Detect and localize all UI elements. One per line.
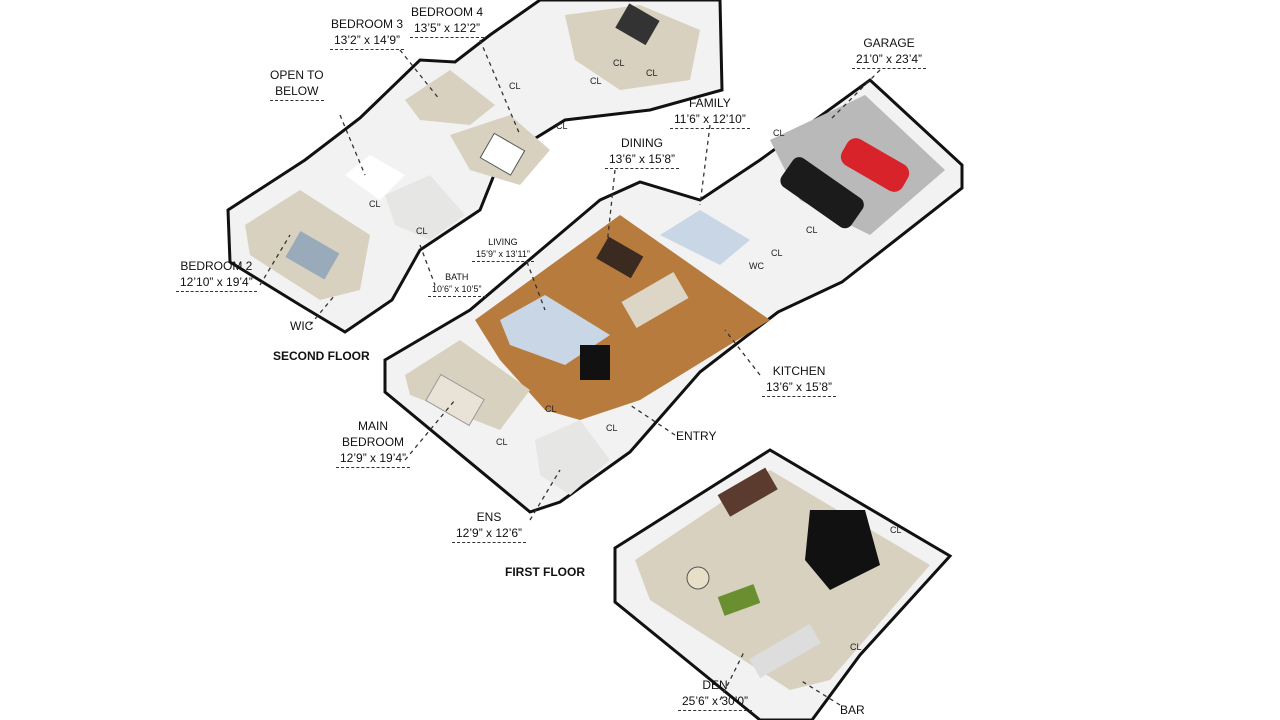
room-dimensions: 10’6” x 10’5”	[428, 283, 486, 297]
closet-label: CL	[496, 437, 508, 447]
room-name: WIC	[290, 319, 314, 333]
closet-label: CL	[613, 58, 625, 68]
closet-label: CL	[771, 248, 783, 258]
closet-label: CL	[646, 68, 658, 78]
room-dimensions: 15’9” x 13’11”	[472, 248, 534, 262]
room-dimensions: 13’2” x 14’9”	[330, 32, 405, 50]
label-wic: WIC	[290, 318, 313, 334]
closet-label: CL	[773, 128, 785, 138]
closet-label: CL	[509, 81, 521, 91]
room-name: BEDROOM 2	[180, 259, 253, 273]
room-name: GARAGE	[863, 36, 915, 50]
room-name: BEDROOM 3	[331, 17, 404, 31]
room-name-2: BEDROOM	[342, 435, 405, 449]
closet-label: CL	[590, 76, 602, 86]
first-floor-title: FIRST FLOOR	[505, 565, 585, 579]
room-name: LIVING	[488, 237, 518, 247]
room-name: DEN	[702, 678, 728, 692]
room-dimensions: 25’6” x 30’0”	[678, 693, 753, 711]
leader-lines	[259, 39, 881, 706]
closet-label: CL	[556, 121, 568, 131]
room-name: ENS	[476, 510, 502, 524]
room-dimensions: 12’10” x 19’4”	[176, 274, 257, 292]
closet-label: CL	[890, 525, 902, 535]
closet-label: CL	[545, 404, 557, 414]
room-dimensions: 21’0” x 23’4”	[852, 51, 927, 69]
room-name: OPEN TO	[270, 68, 324, 82]
closet-label: CL	[606, 423, 618, 433]
room-dimensions: 11’6” x 12’10”	[670, 111, 750, 129]
room-name: BEDROOM 4	[411, 5, 484, 19]
room-name: DINING	[621, 136, 664, 150]
first-floor-plan	[383, 78, 964, 514]
closet-label: CL	[850, 642, 862, 652]
room-name: MAIN	[358, 419, 389, 433]
closet-label: CL	[369, 199, 381, 209]
closet-label: CL	[416, 226, 428, 236]
second-floor-title: SECOND FLOOR	[273, 349, 370, 363]
room-name: KITCHEN	[772, 364, 826, 378]
room-dimensions: 12’9” x 12’6”	[452, 525, 527, 543]
label-bar: BAR	[840, 702, 865, 718]
basement-den-plan	[613, 448, 953, 720]
room-dimensions: 13’6” x 15’8”	[605, 151, 680, 169]
room-name: FAMILY	[689, 96, 731, 110]
room-name: BAR	[840, 703, 865, 717]
second-floor-plan	[226, 0, 724, 334]
closet-label: CL	[806, 225, 818, 235]
room-dimensions: 12’9” x 19’4”	[336, 450, 411, 468]
room-dimensions: 13’6” x 15’8”	[762, 379, 837, 397]
label-entry: ENTRY	[676, 428, 716, 444]
room-name: BATH	[445, 272, 469, 282]
room-name: ENTRY	[676, 429, 717, 443]
label-wc: WC	[749, 261, 764, 271]
room-name-2: BELOW	[270, 83, 324, 101]
room-dimensions: 13’5” x 12’2”	[410, 20, 485, 38]
